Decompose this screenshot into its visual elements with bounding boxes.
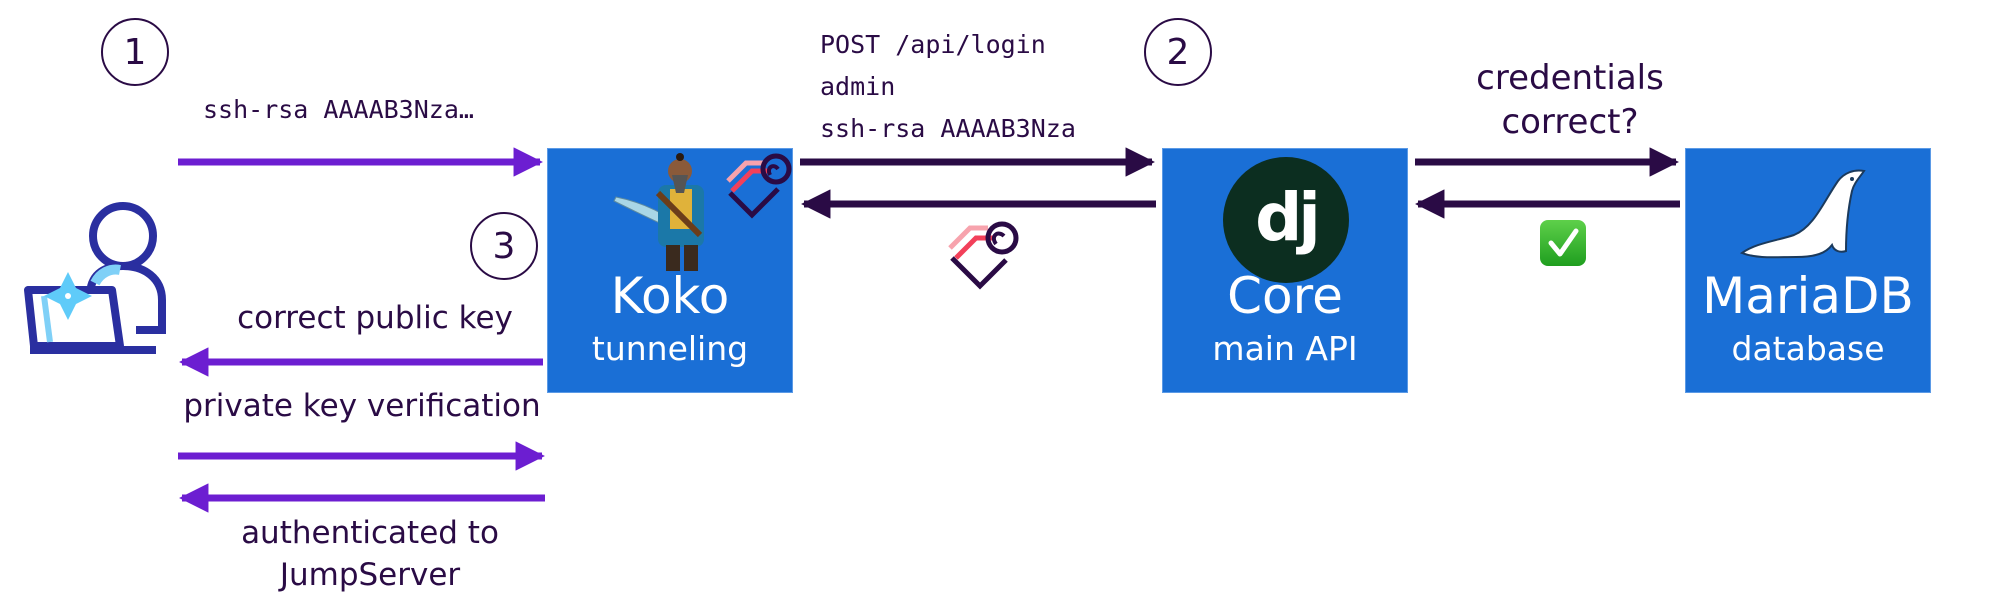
msg-user-line: admin: [820, 72, 896, 101]
tag-icon: [722, 153, 792, 219]
core-node[interactable]: dj Core main API: [1162, 148, 1408, 393]
msg-koko-to-user-auth: authenticated to JumpServer: [200, 512, 540, 596]
token-tag-icon: [944, 214, 1020, 294]
django-logo-text: dj: [1255, 178, 1321, 256]
step-1-badge: 1: [101, 18, 169, 86]
mariadb-title: MariaDB: [1702, 267, 1914, 325]
core-subtitle: main API: [1212, 329, 1358, 368]
sea-lion-logo-icon: [1736, 161, 1876, 271]
msg-koko-to-user-pubkey: correct public key: [237, 300, 513, 336]
user-laptop-icon: [20, 188, 180, 358]
check-mark-icon: [1540, 220, 1586, 266]
msg-user-to-koko-verify: private key verification: [183, 388, 541, 424]
msg-credentials-line-1: credentials: [1476, 58, 1664, 98]
mariadb-subtitle: database: [1731, 329, 1885, 368]
core-title: Core: [1227, 267, 1343, 325]
msg-key-line: ssh-rsa AAAAB3Nza: [820, 114, 1076, 143]
koko-subtitle: tunneling: [591, 329, 749, 368]
pirate-character-icon: [596, 149, 746, 277]
msg-user-to-koko-key: ssh-rsa AAAAB3Nza…: [203, 95, 474, 124]
django-logo-icon: dj: [1223, 157, 1349, 283]
msg-auth-line-1: authenticated to: [241, 515, 499, 551]
msg-core-to-db: credentials correct?: [1440, 56, 1700, 144]
koko-node[interactable]: Koko tunneling: [547, 148, 793, 393]
msg-auth-line-2: JumpServer: [279, 557, 461, 593]
mariadb-node[interactable]: MariaDB database: [1685, 148, 1931, 393]
step-2-badge: 2: [1144, 18, 1212, 86]
msg-credentials-line-2: correct?: [1501, 102, 1639, 142]
koko-title: Koko: [610, 267, 730, 325]
step-3-badge: 3: [470, 212, 538, 280]
msg-post-line: POST /api/login: [820, 30, 1046, 59]
msg-koko-to-core: POST /api/login admin ssh-rsa AAAAB3Nza: [820, 24, 1076, 150]
